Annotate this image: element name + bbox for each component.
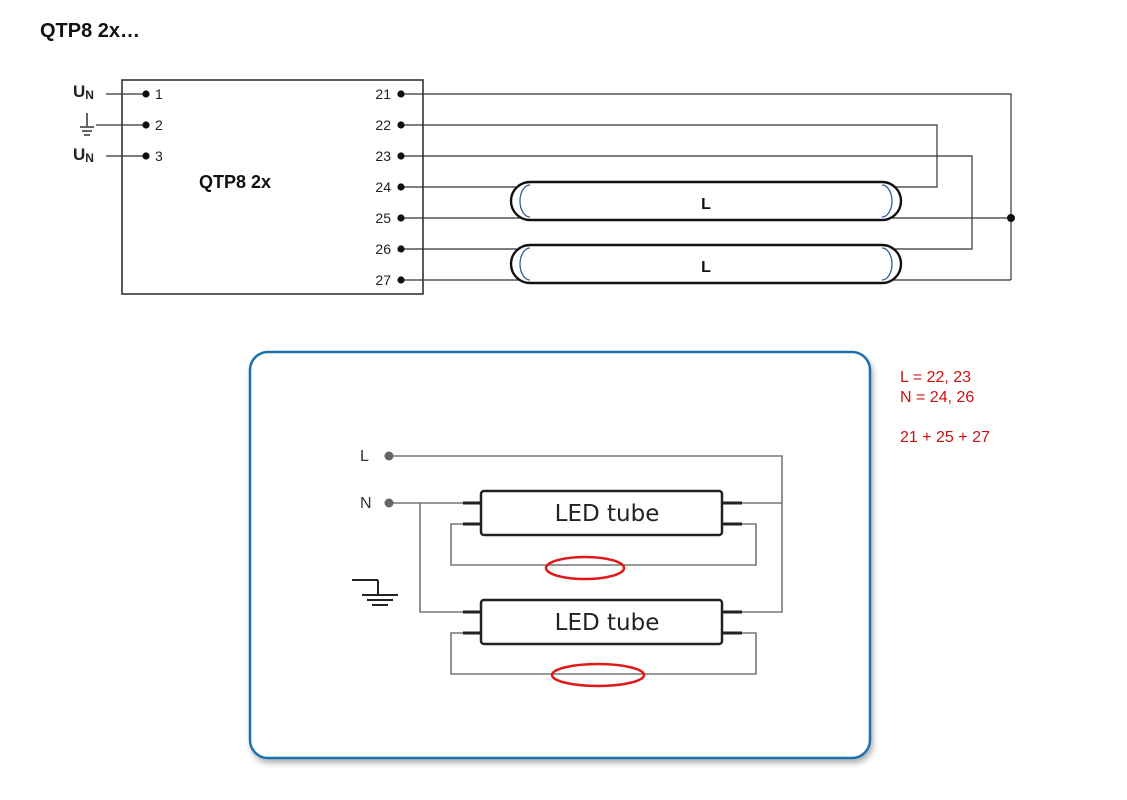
terminal-number: 27 [375,272,391,288]
terminal-number: 24 [375,179,391,195]
ground-icon [352,579,398,606]
terminal-number: 2 [155,117,163,133]
live-terminal [384,451,394,461]
page-title: QTP8 2x… [40,20,141,42]
neutral-label: N [360,495,372,512]
input-label-un-3: UN [73,145,94,165]
lamp-label: L [701,259,711,276]
input-label-un-1: UN [73,82,94,102]
led-tube-2: LED tube [463,598,742,646]
led-wiring [389,455,783,675]
terminal-number: 23 [375,148,391,164]
live-label: L [360,448,369,465]
neutral-terminal [384,498,394,508]
terminal-number: 25 [375,210,391,226]
lamp-1: L [509,180,903,222]
live-wire [389,455,783,613]
junction-dot [1007,214,1015,222]
terminal-number: 21 [375,86,391,102]
highlight-ellipse-2 [550,662,646,688]
led-tube-label: LED tube [555,501,660,527]
wiring-notes: L = 22, 23 N = 24, 26 21 + 25 + 27 [900,368,990,448]
highlight-ellipse-1 [544,555,626,581]
note-line: L = 22, 23 [900,369,972,386]
terminal-number: 1 [155,86,163,102]
ballast-name: QTP8 2x [199,172,271,192]
terminal-dots [142,90,1015,284]
note-line: 21 + 25 + 27 [900,429,990,446]
ground-icon [80,113,94,136]
lamp-label: L [701,196,711,213]
short-loop-2 [450,632,757,675]
terminal-number: 26 [375,241,391,257]
wire-23 [401,155,973,250]
terminal-number: 3 [155,148,163,164]
lamp-2: L [509,243,903,285]
led-tube-label: LED tube [555,610,660,636]
led-panel [248,350,872,760]
note-line: N = 24, 26 [900,389,975,406]
terminal-number: 22 [375,117,391,133]
led-tube-1: LED tube [463,489,742,537]
short-loop-1 [450,523,757,566]
